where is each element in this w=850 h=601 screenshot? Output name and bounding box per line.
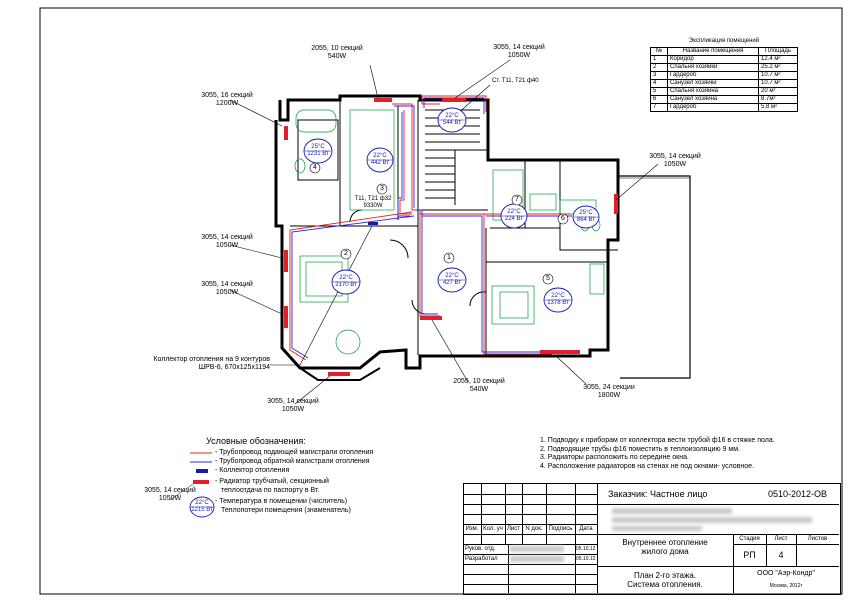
stage-value: РП [743,550,756,560]
room-number: 3 [380,185,384,192]
radiators [284,98,618,376]
radiator-mark [442,98,466,102]
sheet-value: 4 [778,550,784,560]
radiator-mark [284,126,288,140]
col-list: Лист [506,526,521,532]
room-number: 6 [561,215,565,222]
radiator-mark [420,316,442,320]
legend-title: Условные обозначения: [206,436,306,446]
collector-mark [368,222,378,225]
furniture [294,109,605,355]
radiator-mark [328,372,350,376]
legend-item-heatloss: Теплопотери помещения (знаменатель) [221,507,351,514]
legend-item-return: - Трубопровод обратной магистрали отопле… [215,458,370,465]
plan-title: План 2-го этажа.Система отопления. [627,571,703,589]
room-number: 1 [447,254,451,261]
room-number: 4 [313,164,317,171]
explication-header: № Название помещения Площадь [650,47,798,56]
note-item: 2. Подводящие трубы ф16 поместить в тепл… [540,445,740,453]
room-number: 2 [344,250,348,257]
label-stair-pipe: Ст. Т11, Т21 ф40 [492,78,539,84]
radiator-mark [540,350,580,354]
document-code: 0510-2012-ОВ [768,489,828,499]
col-date: Дата [579,526,593,532]
explication-title: Экспликация помещений [688,38,760,44]
role-developer: Разработал [465,556,498,562]
room-number: 7 [515,196,519,203]
legend-item-radiator-note: теплоотдача по паспорту в Вт. [221,487,320,494]
radiator-mark [614,194,618,214]
legend-item-collector: - Коллектор отопления [215,467,290,474]
room-number-circles [309,162,569,285]
stage-label: Стадия [739,536,760,542]
date-head: 05.10.12 [576,546,596,552]
legend-symbols [169,452,215,518]
notes: 1. Подводку к приборам от коллектора вес… [540,437,775,471]
note-item: 4. Расположение радиаторов на стенах не … [540,462,754,470]
explication-table: Экспликация помещений № Название помещен… [650,38,798,112]
radiator-mark [284,306,288,328]
role-head: Руков. отд. [465,546,496,552]
legend-item-radiator: - Радиатор трубчатый, секционный [215,478,329,485]
note-item: 3. Радиаторы расположить по середине окн… [540,454,689,461]
sheet-label: Лист [774,536,788,542]
radiator-mark [374,98,392,102]
customer-label: Заказчик: Частное лицо [608,489,708,499]
col-kol: Кол. уч [483,526,503,532]
note-item: 1. Подводку к приборам от коллектора вес… [540,437,775,444]
sheets-label: Листов [807,536,828,542]
temp-circles [303,107,600,313]
col-izm: Изм. [465,526,479,532]
room-number: 5 [546,275,550,282]
legend-item-temp: - Температура в помещении (числитель) [215,498,348,505]
radiator-mark [284,250,288,272]
return-pipes [291,97,572,359]
date-developer: 05.10.12 [576,556,596,562]
sheet-frame [39,7,843,595]
building-walls [274,94,620,370]
legend-item-supply: - Трубопровод подающей магистрали отопле… [215,449,374,456]
col-ndoc: N док. [525,526,543,532]
col-sign: Подпись [548,526,573,532]
city-year: Москва, 2012г [769,583,803,589]
company-name: ООО "Аэр-Кондр" [757,570,815,577]
